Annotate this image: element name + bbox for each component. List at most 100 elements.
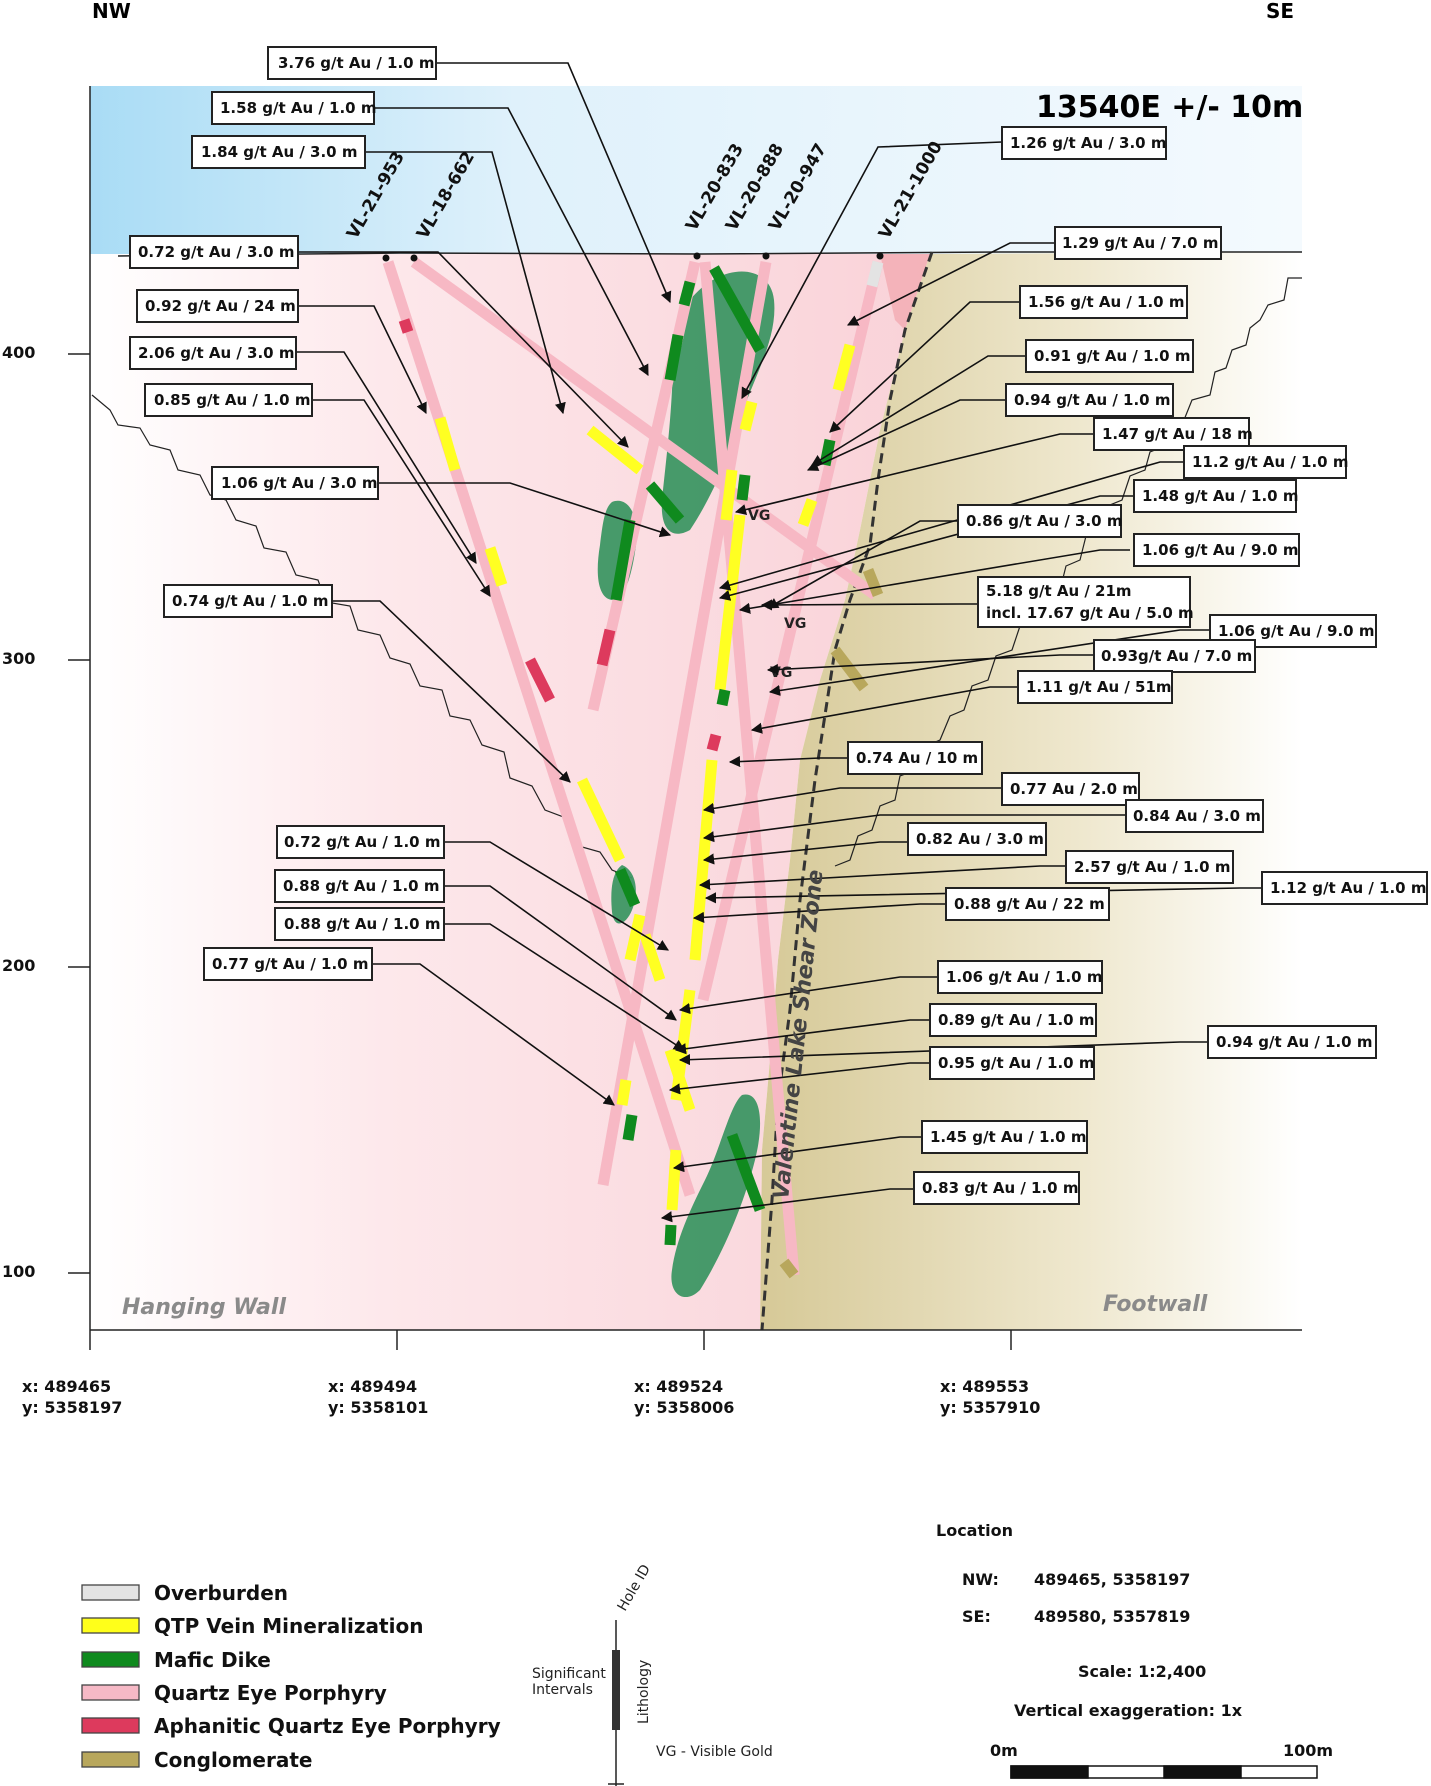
mafic-segment	[624, 913, 646, 962]
mafic-segment	[716, 688, 731, 707]
svg-text:1.48 g/t Au / 1.0 m: 1.48 g/t Au / 1.0 m	[1142, 487, 1298, 505]
coord-y: y: 5358006	[634, 1398, 734, 1417]
vg-mark: VG	[748, 508, 770, 524]
hole-vl-21-953	[382, 260, 696, 1197]
qtp-segment	[666, 1149, 682, 1211]
legend: Overburden QTP Vein Mineralization Mafic…	[81, 1581, 501, 1772]
svg-text:0.94 g/t Au / 1.0 m: 0.94 g/t Au / 1.0 m	[1216, 1033, 1372, 1051]
hole-vl-21-1000-overburden	[866, 260, 884, 288]
interval-label: 1.06 g/t Au / 1.0 m	[937, 960, 1103, 994]
svg-text:1.84 g/t Au / 3.0 m: 1.84 g/t Au / 3.0 m	[201, 143, 357, 161]
svg-text:0.77 Au / 2.0 m: 0.77 Au / 2.0 m	[1010, 780, 1138, 798]
key-hole-id: Hole ID	[615, 1562, 654, 1614]
interval-label: 0.72 g/t Au / 3.0 m	[129, 235, 299, 269]
hole-vl-20-888	[699, 261, 800, 1276]
interval-label: 3.76 g/t Au / 1.0 m	[267, 46, 437, 80]
elevation-label: 400	[2, 343, 35, 362]
aphanitic-segment	[525, 657, 555, 703]
svg-text:incl. 17.67 g/t Au / 5.0 m: incl. 17.67 g/t Au / 5.0 m	[986, 604, 1194, 622]
svg-text:Quartz Eye Porphyry: Quartz Eye Porphyry	[154, 1681, 387, 1705]
mafic-segment	[614, 867, 641, 908]
vg-mark: VG	[784, 616, 806, 632]
key-intervals: Intervals	[532, 1682, 593, 1698]
svg-text:Mafic Dike: Mafic Dike	[154, 1648, 271, 1672]
location-nw-label: NW:	[962, 1570, 999, 1589]
interval-label: 1.84 g/t Au / 3.0 m	[191, 135, 366, 169]
interval-label: 0.92 g/t Au / 24 m	[136, 289, 299, 323]
svg-text:0.91 g/t Au / 1.0 m: 0.91 g/t Au / 1.0 m	[1034, 347, 1190, 365]
svg-text:1.12 g/t Au / 1.0 m: 1.12 g/t Au / 1.0 m	[1270, 879, 1426, 897]
conglomerate-segment	[862, 567, 884, 598]
svg-text:0.85 g/t Au / 1.0 m: 0.85 g/t Au / 1.0 m	[154, 391, 310, 409]
interval-label: 0.89 g/t Au / 1.0 m	[929, 1003, 1097, 1037]
svg-text:0.88 g/t Au / 1.0 m: 0.88 g/t Au / 1.0 m	[283, 877, 439, 895]
interval-label: 0.94 g/t Au / 1.0 m	[1207, 1025, 1377, 1059]
drill-holes	[382, 257, 884, 1279]
interval-label: 0.84 Au / 3.0 m	[1125, 799, 1264, 833]
mafic-segment	[610, 519, 636, 601]
interval-label: 1.12 g/t Au / 1.0 m	[1261, 871, 1428, 905]
scale-end: 100m	[1283, 1741, 1333, 1760]
bottom-coordinates: x: 489465 y: 5358197 x: 489494 y: 535810…	[22, 1377, 1040, 1417]
leader-lines	[296, 62, 1262, 1223]
svg-text:0.74 g/t Au / 1.0 m: 0.74 g/t Au / 1.0 m	[172, 592, 328, 610]
conglomerate-segment	[779, 1258, 799, 1279]
interval-label: 1.11 g/t Au / 51m	[1017, 670, 1173, 704]
mafic-segment	[709, 265, 765, 353]
legend-item-qep: Quartz Eye Porphyry	[81, 1681, 387, 1705]
mafic-segment	[645, 481, 685, 524]
coord-x: x: 489494	[328, 1377, 417, 1396]
svg-text:1.06 g/t Au / 3.0 m: 1.06 g/t Au / 3.0 m	[221, 474, 377, 492]
elevation-label: 200	[2, 956, 35, 975]
interval-label: 0.86 g/t Au / 3.0 m	[957, 504, 1122, 538]
interval-label: 0.88 g/t Au / 22 m	[945, 887, 1110, 921]
legend-item-overburden: Overburden	[81, 1581, 288, 1605]
scale-start: 0m	[990, 1741, 1018, 1760]
svg-text:1.26 g/t Au / 3.0 m: 1.26 g/t Au / 3.0 m	[1010, 134, 1166, 152]
interval-label: 1.47 g/t Au / 18 m	[1093, 417, 1253, 451]
interval-label: 0.93g/t Au / 7.0 m	[1093, 639, 1256, 673]
nw-label: NW	[92, 0, 131, 23]
svg-text:0.88 g/t Au / 1.0 m: 0.88 g/t Au / 1.0 m	[284, 915, 440, 933]
coord-x: x: 489524	[634, 1377, 723, 1396]
svg-text:1.56 g/t Au / 1.0 m: 1.56 g/t Au / 1.0 m	[1028, 293, 1184, 311]
interval-label: 1.26 g/t Au / 3.0 m	[1001, 126, 1167, 160]
interval-label: 0.72 g/t Au / 1.0 m	[276, 825, 445, 859]
qtp-segment	[434, 416, 461, 472]
svg-text:3.76 g/t Au / 1.0 m: 3.76 g/t Au / 1.0 m	[278, 54, 434, 72]
coord-x: x: 489553	[940, 1377, 1029, 1396]
qtp-segment	[577, 777, 625, 863]
location-title: Location	[936, 1521, 1013, 1540]
scale-bar	[1010, 1765, 1318, 1779]
svg-text:1.29 g/t Au / 7.0 m: 1.29 g/t Au / 7.0 m	[1062, 234, 1218, 252]
qtp-segment	[639, 933, 666, 982]
qtp-segment	[739, 400, 758, 432]
svg-text:0.89 g/t Au / 1.0 m: 0.89 g/t Au / 1.0 m	[938, 1011, 1094, 1029]
aphanitic-segment	[398, 318, 414, 334]
interval-label: 1.06 g/t Au / 9.0 m	[1133, 533, 1300, 567]
interval-label: 0.95 g/t Au / 1.0 m	[929, 1046, 1095, 1080]
coord-y: y: 5358101	[328, 1398, 428, 1417]
se-label: SE	[1266, 0, 1294, 23]
hole-key: Hole ID Significant Intervals Lithology …	[532, 1562, 773, 1786]
svg-text:0.86 g/t Au / 3.0 m: 0.86 g/t Au / 3.0 m	[966, 512, 1122, 530]
hole-vl-21-1000	[697, 260, 884, 1002]
svg-text:1.58 g/t Au / 1.0 m: 1.58 g/t Au / 1.0 m	[220, 99, 376, 117]
hole-vl-18-662	[410, 257, 879, 600]
location-se-label: SE:	[962, 1607, 991, 1626]
svg-text:0.83 g/t Au / 1.0 m: 0.83 g/t Au / 1.0 m	[922, 1179, 1078, 1197]
svg-text:11.2 g/t Au / 1.0 m: 11.2 g/t Au / 1.0 m	[1192, 453, 1348, 471]
interval-label: 0.85 g/t Au / 1.0 m	[144, 383, 313, 417]
svg-text:0.77 g/t Au / 1.0 m: 0.77 g/t Au / 1.0 m	[212, 955, 368, 973]
mafic-segment	[819, 438, 836, 467]
svg-text:0.74 Au / 10 m: 0.74 Au / 10 m	[856, 749, 978, 767]
interval-label: 0.91 g/t Au / 1.0 m	[1025, 339, 1194, 373]
aphanitic-segment	[706, 733, 722, 752]
interval-label: 11.2 g/t Au / 1.0 m	[1183, 445, 1348, 479]
legend-item-qtp: QTP Vein Mineralization	[81, 1614, 423, 1638]
legend-item-aqep: Aphanitic Quartz Eye Porphyry	[81, 1714, 501, 1738]
legend-item-mafic: Mafic Dike	[81, 1648, 271, 1672]
shear-alteration-zone	[880, 254, 930, 330]
key-vg-note: VG - Visible Gold	[656, 1744, 773, 1760]
